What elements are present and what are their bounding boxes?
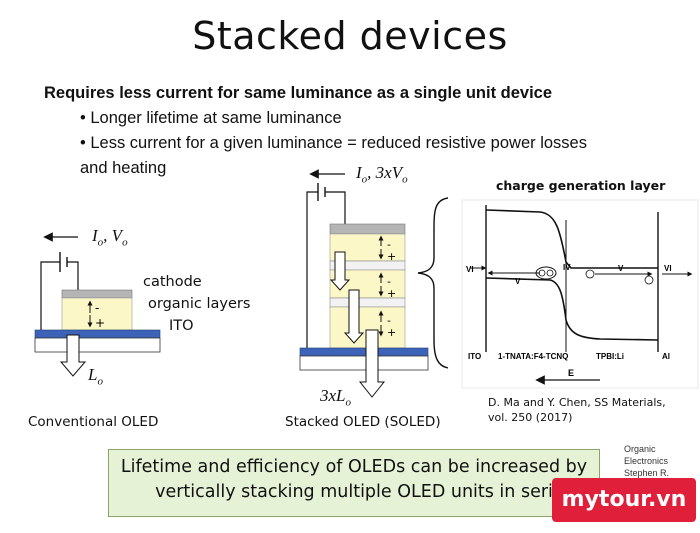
stacked-ito: [299, 347, 429, 357]
brace-icon: [417, 197, 449, 369]
label-vi-right: VI: [664, 264, 672, 273]
plus-sign-2: +: [387, 287, 396, 300]
minus-sign-1: -: [387, 238, 391, 251]
cgl-title: charge generation layer: [496, 178, 666, 193]
label-v-left: V: [515, 277, 521, 286]
light-arrow-3-icon: [358, 329, 386, 398]
light-out-arrow-icon: [59, 334, 87, 377]
cathode-layer: [61, 289, 133, 299]
minus-sign: -: [95, 301, 99, 315]
conventional-caption: Conventional OLED: [28, 414, 159, 430]
label-iv: IV: [563, 263, 571, 272]
stacked-cathode: [329, 223, 406, 235]
conventional-oled-diagram: [34, 232, 161, 377]
stacked-caption: Stacked OLED (SOLED): [285, 414, 441, 430]
bullet-current: • Less current for a given luminance = r…: [80, 134, 587, 152]
label-v-right: V: [618, 264, 624, 273]
credit-line-1: Organic Electronics: [624, 444, 669, 466]
mytour-logo: mytour.vn: [552, 478, 696, 522]
summary-line-1: Lifetime and efficiency of OLEDs can be …: [120, 457, 588, 477]
conventional-output-label: Lo: [88, 365, 103, 388]
organic-layer: [61, 297, 133, 331]
cgl-energy-diagram: VI V IV V VI ITO 1-TNATA:F4-TCNQ TPBI:Li…: [461, 199, 699, 389]
light-arrow-1-icon: [329, 251, 351, 291]
conventional-input-label: Io, Vo: [92, 226, 128, 249]
substrate: [34, 337, 161, 353]
stacked-input-label: Io, 3xVo: [356, 163, 408, 186]
summary-box: Lifetime and efficiency of OLEDs can be …: [108, 449, 600, 517]
stacked-substrate: [299, 355, 429, 371]
subheading: Requires less current for same luminance…: [44, 84, 553, 102]
minus-sign-3: -: [387, 314, 391, 327]
reference-line-2: vol. 250 (2017): [488, 411, 573, 424]
ito-label: ITO: [169, 318, 194, 334]
stacked-oled-diagram: [299, 169, 449, 398]
bullet-lifetime: • Longer lifetime at same luminance: [80, 109, 342, 127]
organic-layers-label: organic layers: [148, 296, 251, 312]
ito-layer: [34, 329, 161, 339]
minus-sign-2: -: [387, 275, 391, 288]
label-e-field: E: [568, 368, 574, 378]
label-tnata: 1-TNATA:F4-TCNQ: [498, 352, 568, 361]
bullet-current-cont: and heating: [80, 159, 167, 177]
label-vi-left: VI: [466, 265, 474, 274]
label-tpbi: TPBI:Li: [596, 352, 624, 361]
plus-sign: +: [95, 316, 105, 330]
summary-line-2: vertically stacking multiple OLED units …: [155, 482, 553, 502]
cathode-label: cathode: [143, 274, 202, 290]
reference-line-1: D. Ma and Y. Chen, SS Materials,: [488, 396, 666, 409]
slide-title: Stacked devices: [192, 14, 508, 58]
label-al: Al: [662, 352, 670, 361]
light-arrow-2-icon: [343, 289, 365, 344]
reference: D. Ma and Y. Chen, SS Materials, vol. 25…: [488, 395, 666, 425]
plus-sign-3: +: [387, 326, 396, 339]
summary-text: Lifetime and efficiency of OLEDs can be …: [109, 455, 599, 505]
label-ito-cgl: ITO: [468, 352, 481, 361]
stacked-output-label: 3xLo: [320, 386, 351, 409]
plus-sign-1: +: [387, 250, 396, 263]
